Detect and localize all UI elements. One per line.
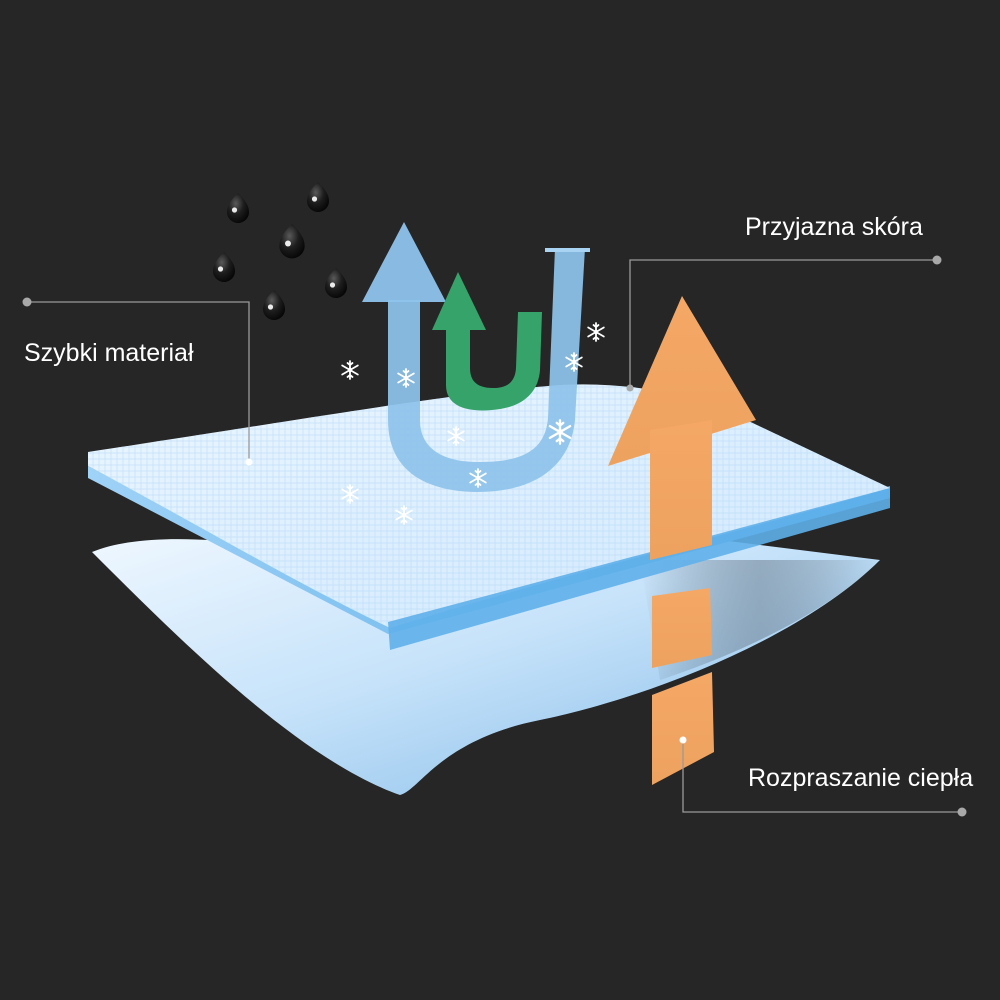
- water-droplet-icon: [307, 182, 329, 212]
- water-droplets: [213, 182, 347, 320]
- label-heat-dissipation: Rozpraszanie ciepła: [748, 764, 974, 792]
- water-droplet-icon: [279, 223, 305, 259]
- label-skin-friendly: Przyjazna skóra: [745, 213, 923, 241]
- leader-line-skin-friendly: [629, 259, 937, 388]
- leader-line-heat-dissipation: [682, 740, 962, 813]
- leader-dots: [22, 255, 967, 817]
- heat-arrow-lower: [652, 588, 714, 785]
- leader-line-quick-material: [27, 301, 250, 462]
- water-droplet-icon: [227, 193, 249, 223]
- heat-arrow-tail-segment: [652, 672, 714, 785]
- snowflake-icon: [587, 322, 605, 342]
- heat-arrow-icon: [608, 296, 756, 560]
- snowflake-icon: [341, 360, 359, 380]
- water-droplet-icon: [325, 268, 347, 298]
- leader-lines: [27, 259, 962, 813]
- label-quick-material: Szybki materiał: [24, 339, 194, 367]
- water-droplet-icon: [213, 252, 235, 282]
- water-droplet-icon: [263, 290, 285, 320]
- evaporation-arrow-icon: [432, 272, 542, 411]
- moisture-arrow-icon: [362, 222, 590, 492]
